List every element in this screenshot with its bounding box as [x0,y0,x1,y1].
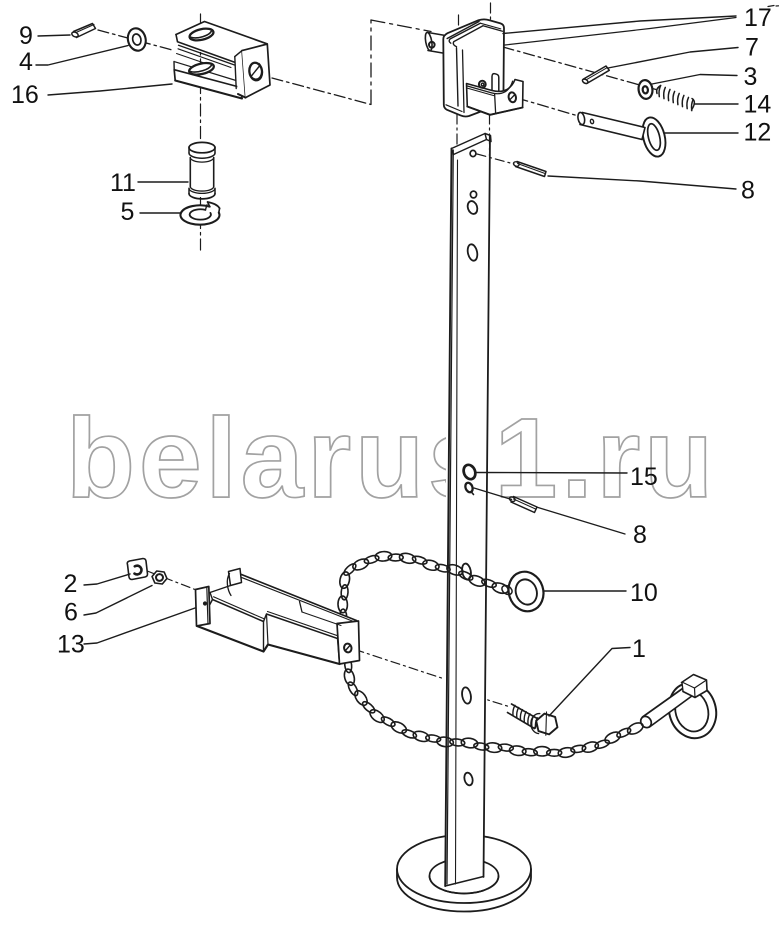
svg-text:5: 5 [121,198,135,226]
svg-text:15: 15 [630,463,658,491]
svg-text:6: 6 [64,599,78,627]
svg-text:1: 1 [632,635,646,663]
svg-text:17: 17 [744,4,772,32]
svg-text:9: 9 [19,22,33,50]
svg-text:8: 8 [633,521,647,549]
svg-text:belarus1.ru: belarus1.ru [66,395,717,521]
svg-text:13: 13 [57,631,85,659]
svg-text:11: 11 [110,169,136,197]
svg-text:7: 7 [745,34,759,62]
svg-text:12: 12 [744,119,772,147]
svg-text:4: 4 [19,48,33,76]
svg-text:14: 14 [744,91,772,119]
svg-text:8: 8 [741,177,755,205]
svg-text:16: 16 [11,81,39,109]
svg-text:2: 2 [64,570,78,598]
svg-text:3: 3 [744,63,758,91]
svg-text:10: 10 [630,579,658,607]
